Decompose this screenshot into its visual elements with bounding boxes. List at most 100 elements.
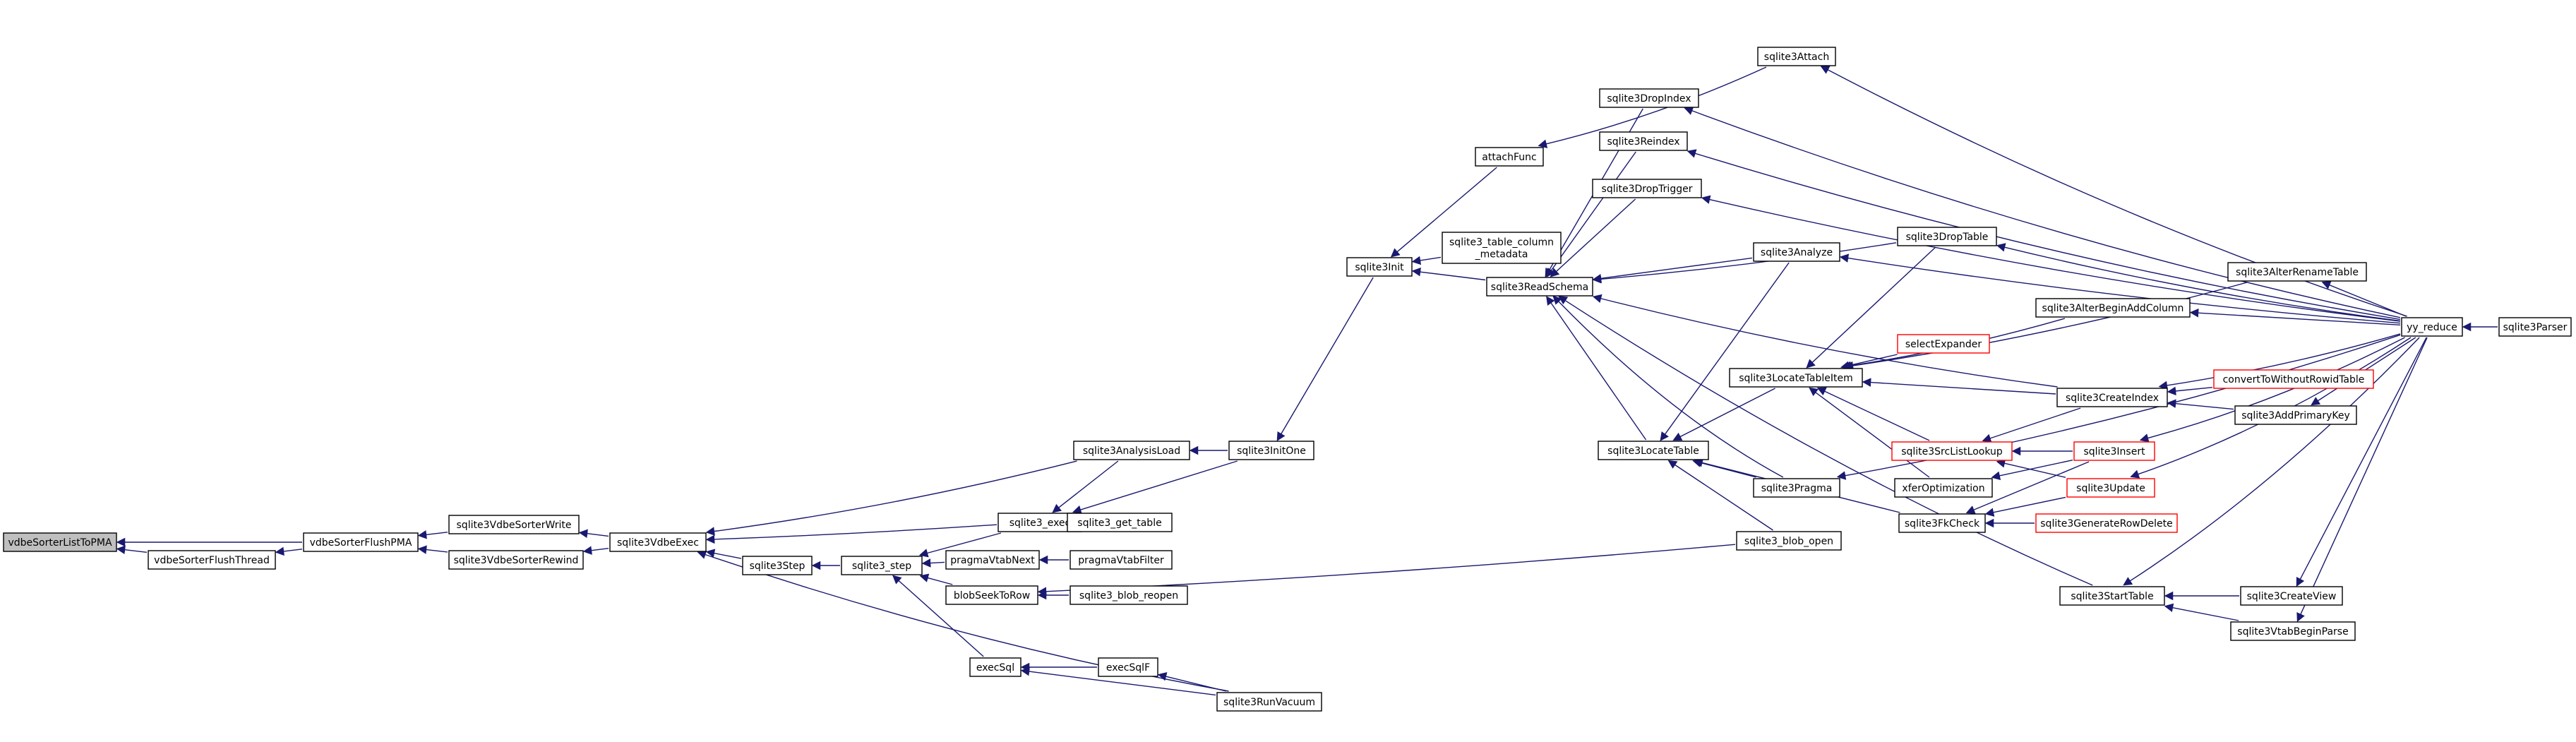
node-sqlite3-insert[interactable]: sqlite3Insert [2073,441,2155,461]
edge-sqlite3-create-index-to-sqlite3-read-schema [1592,294,2058,388]
node-sqlite3-alter-rename-table[interactable]: sqlite3AlterRenameTable [2227,262,2367,282]
node-sqlite3-analyze[interactable]: sqlite3Analyze [1753,242,1840,262]
node-label: sqlite3DropTable [1906,232,1989,243]
node-sqlite3-blob-reopen[interactable]: sqlite3_blob_reopen [1070,585,1188,605]
node-label: xferOptimization [1902,483,1984,494]
node-vdbe-sorter-flush-thread[interactable]: vdbeSorterFlushThread [148,550,276,570]
node-box [1592,179,1702,198]
node-label: sqlite3_blob_reopen [1079,590,1178,602]
node-select-expander[interactable]: selectExpander [1897,334,1990,354]
node-label: selectExpander [1905,339,1982,350]
node-sqlite3-blob-open[interactable]: sqlite3_blob_open [1736,531,1842,551]
node-sqlite3-attach[interactable]: sqlite3Attach [1757,47,1836,66]
node-label: execSql [976,662,1014,674]
node-sqlite3-init-one[interactable]: sqlite3InitOne [1228,441,1314,460]
node-sqlite3-add-primary-key[interactable]: sqlite3AddPrimaryKey [2234,405,2357,425]
edge-line [116,545,148,554]
edge-yy-reduce-to-sqlite3-add-primary-key [2311,337,2416,406]
edge-yy-reduce-to-sqlite3-drop-index [1684,107,2401,318]
nodes-layer: vdbeSorterListToPMA vdbeSorterFlushThread… [3,47,2572,712]
node-sqlite3-vdbe-sorter-write[interactable]: sqlite3VdbeSorterWrite [448,515,580,534]
node-vdbe-sorter-flush-pma[interactable]: vdbeSorterFlushPMA [303,532,419,552]
node-yy-reduce[interactable]: yy_reduce [2401,317,2463,337]
node-sqlite3-vdbe-sorter-rewind[interactable]: sqlite3VdbeSorterRewind [448,550,584,570]
node-label: sqlite3ReadSchema [1491,282,1588,293]
node-attach-func[interactable]: attachFunc [1475,147,1544,167]
node-sqlite3-parser[interactable]: sqlite3Parser [2498,317,2572,337]
edge-yy-reduce-to-sqlite3-start-table [2123,337,2420,586]
edge-vdbe-sorter-flush-thread-to-vdbe-sorter-list-to-pma [116,545,148,554]
edge-line [1667,460,1773,531]
node-sqlite3-fk-check[interactable]: sqlite3FkCheck [1898,513,1986,533]
edge-line [417,530,448,539]
node-label: sqlite3SrcListLookup [1901,446,2003,457]
node-sqlite3-run-vacuum[interactable]: sqlite3RunVacuum [1216,692,1322,712]
node-sqlite3-create-index[interactable]: sqlite3CreateIndex [2056,388,2168,407]
node-box [1894,478,1993,498]
node-convert-to-without-rowid-table[interactable]: convertToWithoutRowidTable [2213,369,2374,389]
edge-line [578,529,609,539]
node-box [1729,368,1863,388]
edge-line [705,524,998,544]
node-sqlite3-drop-index[interactable]: sqlite3DropIndex [1599,88,1699,108]
node-sqlite3-start-table[interactable]: sqlite3StartTable [2059,586,2165,606]
edge-line [892,575,984,657]
edge-line [705,549,742,559]
node-label: sqlite3VdbeSorterWrite [457,520,572,531]
node-sqlite3-read-schema[interactable]: sqlite3ReadSchema [1486,277,1593,297]
node-box [2073,441,2155,461]
edge-sqlite3-vdbe-exec-to-sqlite3-vdbe-sorter-write [578,529,609,539]
node-sqlite3-drop-trigger[interactable]: sqlite3DropTrigger [1592,179,1702,198]
edge-line [1592,242,1897,284]
node-label: sqlite3Pragma [1761,483,1833,494]
node-box [1753,242,1840,262]
node-vdbe-sorter-list-to-pma[interactable]: vdbeSorterListToPMA [3,532,117,552]
node-label: sqlite3LocateTableItem [1739,373,1853,384]
node-sqlite3-reindex[interactable]: sqlite3Reindex [1599,131,1688,151]
node-label: attachFunc [1482,152,1536,163]
node-box [969,657,1022,677]
node-exec-sql-f[interactable]: execSqlF [1098,657,1158,677]
edge-line [1157,672,1226,692]
edge-line [1684,107,2401,318]
node-sqlite3-create-view[interactable]: sqlite3CreateView [2240,586,2343,606]
node-sqlite3-step[interactable]: sqlite3_step [841,556,923,575]
node-blob-seek-to-row[interactable]: blobSeekToRow [945,585,1038,605]
node-label: sqlite3_exec [1010,517,1071,529]
node-sqlite3-generate-row-delete[interactable]: sqlite3GenerateRowDelete [2035,513,2178,533]
node-xfer-optimization[interactable]: xferOptimization [1894,478,1993,498]
node-sqlite3-step[interactable]: sqlite3Step [742,556,813,575]
edge-line [1687,149,2401,321]
node-box [1475,147,1544,167]
node-label: sqlite3VdbeExec [617,537,699,549]
edge-line [1550,198,1636,277]
node-sqlite3-pragma[interactable]: sqlite3Pragma [1753,478,1840,498]
edge-yy-reduce-to-sqlite3-create-index [2158,333,2401,390]
node-pragma-vtab-next[interactable]: pragmaVtabNext [945,550,1040,570]
edge-sqlite3-locate-table-to-sqlite3-read-schema [1546,296,1647,441]
node-sqlite3-table-column-metadata[interactable]: sqlite3_table_column_metadata [1442,232,1562,264]
node-sqlite3-src-list-lookup[interactable]: sqlite3SrcListLookup [1891,441,2013,461]
node-label: sqlite3AnalysisLoad [1083,445,1180,457]
node-box [303,532,419,552]
node-label: sqlite3Step [750,561,805,572]
node-sqlite3-locate-table[interactable]: sqlite3LocateTable [1598,441,1709,460]
edge-sqlite3-init-to-sqlite3-init-one [1276,277,1374,442]
node-sqlite3-vdbe-exec[interactable]: sqlite3VdbeExec [609,532,707,552]
node-exec-sql[interactable]: execSql [969,657,1022,677]
node-box [1891,441,2013,461]
node-sqlite3-analysis-load[interactable]: sqlite3AnalysisLoad [1073,441,1190,460]
node-label: sqlite3StartTable [2071,591,2153,602]
node-label: sqlite3Parser [2503,322,2568,333]
node-sqlite3-drop-table[interactable]: sqlite3DropTable [1897,227,1997,246]
node-box [2498,317,2572,337]
node-sqlite3-get-table[interactable]: sqlite3_get_table [1067,513,1173,532]
edge-line [1701,195,2401,322]
node-sqlite3-init[interactable]: sqlite3Init [1346,257,1413,277]
node-sqlite3-update[interactable]: sqlite3Update [2066,478,2155,498]
node-sqlite3-alter-begin-add-column[interactable]: sqlite3AlterBeginAddColumn [2035,298,2191,318]
edge-vdbe-sorter-flush-pma-to-vdbe-sorter-flush-thread [275,546,303,556]
node-sqlite3-locate-table-item[interactable]: sqlite3LocateTableItem [1729,368,1863,388]
node-pragma-vtab-filter[interactable]: pragmaVtabFilter [1070,550,1173,570]
node-sqlite3-vtab-begin-parse[interactable]: sqlite3VtabBeginParse [2230,621,2356,641]
